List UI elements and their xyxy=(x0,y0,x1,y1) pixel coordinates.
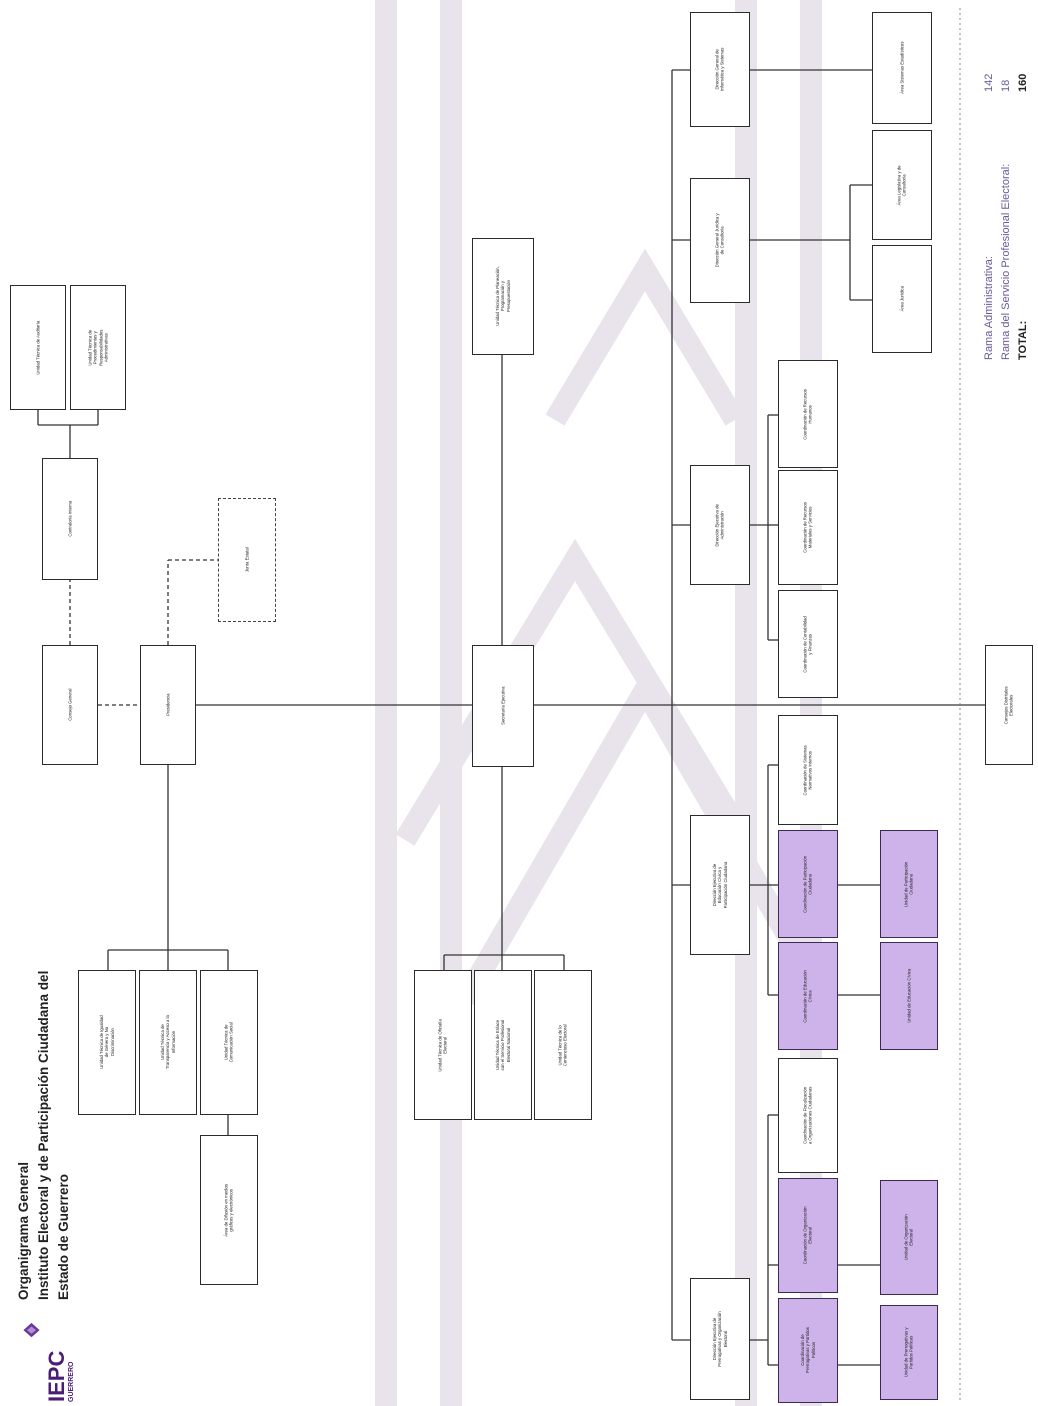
presidencia-box: Presidencia xyxy=(140,645,196,765)
u-participacion-box: Unidad de Participación Ciudadana xyxy=(880,830,938,938)
contraloria-box: Contraloría Interna xyxy=(42,458,98,580)
c-contabilidad-label: Coordinación de Contabilidad y Finanzas xyxy=(802,615,813,673)
c-prerrogativas-label: Coordinación de Prerrogativas y Partidos… xyxy=(799,1327,816,1374)
c-humanos-box: Coordinación de Recursos Humanos xyxy=(778,360,838,468)
c-organizacion-box: Coordinación de Organización Electoral xyxy=(778,1178,838,1293)
ut-auditoria-box: Unidad Técnica de Auditoría xyxy=(10,285,66,410)
u-prerrogativas-box: Unidad de Prerrogativas y Partidos Polít… xyxy=(880,1305,938,1400)
c-fiscalizacion-label: Coordinación de Fiscalización a Organiza… xyxy=(802,1086,813,1145)
rama-administrativa-value: 142 xyxy=(983,73,995,92)
c-sistemas-label: Coordinación de Sistemas Normativos Inte… xyxy=(802,744,813,796)
chart-title-line-2: Instituto Electoral y de Participación C… xyxy=(36,970,51,1300)
junta-estatal-box: Junta Estatal xyxy=(218,498,276,622)
ut-transparencia-box: Unidad Técnica de Transparencia y Acceso… xyxy=(139,970,197,1115)
u-educacion-label: Unidad de Educación Cívica xyxy=(906,969,912,1023)
de-administracion-label: Dirección Ejecutiva de Administración xyxy=(714,503,725,547)
total-value: 160 xyxy=(1017,73,1029,92)
u-participacion-label: Unidad de Participación Ciudadana xyxy=(903,861,914,907)
secretaria-ejecutiva-label: Secretaría Ejecutiva xyxy=(500,686,506,726)
area-difusion-label: Área de Difusión en medios gráficos y el… xyxy=(223,1183,234,1237)
area-juridica-label: Área Jurídica xyxy=(899,286,905,312)
area-legislativa-box: Área Legislativa y de Consultoría xyxy=(872,130,932,240)
ut-oficialia-box: Unidad Técnica de Oficialía Electoral xyxy=(414,970,472,1120)
c-fiscalizacion-box: Coordinación de Fiscalización a Organiza… xyxy=(778,1058,838,1173)
logo-region: GUERRERO xyxy=(68,1361,75,1402)
c-participacion-label: Coordinación de Participación Ciudadana xyxy=(802,855,813,913)
ut-planeacion-box: Unidad Técnica de Planeación, Programaci… xyxy=(472,238,534,355)
de-educacion-label: Dirección Ejecutiva de Educación Cívica … xyxy=(711,861,728,909)
c-participacion-box: Coordinación de Participación Ciudadana xyxy=(778,830,838,938)
ut-genero-box: Unidad Técnica de Igualdad de Género y N… xyxy=(78,970,136,1115)
consejo-general-box: Consejo General xyxy=(42,645,98,765)
secretaria-ejecutiva-box: Secretaría Ejecutiva xyxy=(472,645,534,767)
contraloria-label: Contraloría Interna xyxy=(67,501,73,537)
de-administracion-box: Dirección Ejecutiva de Administración xyxy=(690,465,750,585)
area-juridica-box: Área Jurídica xyxy=(872,245,932,353)
de-educacion-box: Dirección Ejecutiva de Educación Cívica … xyxy=(690,815,750,955)
u-organizacion-label: Unidad de Organización Electoral xyxy=(903,1214,914,1261)
ut-comunicacion-box: Unidad Técnica de Comunicación Social xyxy=(200,970,258,1115)
dg-juridica-box: Dirección General Jurídica y de Consulto… xyxy=(690,178,750,303)
presidencia-label: Presidencia xyxy=(165,693,171,717)
chart-title-line-1: Organigrama General xyxy=(16,1161,31,1300)
ut-genero-label: Unidad Técnica de Igualdad de Género y N… xyxy=(98,1015,115,1070)
dg-juridica-label: Dirección General Jurídica y de Consulto… xyxy=(714,213,725,268)
c-educacion-label: Coordinación de Educación Cívica xyxy=(802,969,813,1023)
iepc-logo-mark xyxy=(23,1322,40,1338)
ut-spen-box: Unidad Técnica de Enlace con el Servicio… xyxy=(474,970,532,1120)
c-sistemas-box: Coordinación de Sistemas Normativos Inte… xyxy=(778,715,838,825)
dg-informatica-box: Dirección General de Informática y Siste… xyxy=(690,12,750,127)
consejo-general-label: Consejo General xyxy=(67,688,73,722)
ut-contencioso-box: Unidad Técnica de lo Contencioso Elector… xyxy=(534,970,592,1120)
area-legislativa-label: Área Legislativa y de Consultoría xyxy=(896,165,907,205)
rama-spe-value: 18 xyxy=(1000,79,1012,92)
u-organizacion-box: Unidad de Organización Electoral xyxy=(880,1180,938,1295)
ut-transparencia-label: Unidad Técnica de Transparencia y Acceso… xyxy=(159,1015,176,1070)
c-materiales-box: Coordinación de Recursos Materiales y Se… xyxy=(778,470,838,585)
ut-procedimientos-label: Unidad Técnica de Procedimientos y Respo… xyxy=(87,329,109,366)
c-prerrogativas-box: Coordinación de Prerrogativas y Partidos… xyxy=(778,1298,838,1403)
area-sistemas-box: Área Sistemas Estadísticos xyxy=(872,12,932,124)
chart-title-line-3: Estado de Guerrero xyxy=(56,1173,71,1300)
ut-spen-label: Unidad Técnica de Enlace con el Servicio… xyxy=(494,1019,511,1071)
c-humanos-label: Coordinación de Recursos Humanos xyxy=(802,388,813,440)
ut-procedimientos-box: Unidad Técnica de Procedimientos y Respo… xyxy=(70,285,126,410)
c-materiales-label: Coordinación de Recursos Materiales y Se… xyxy=(802,502,813,553)
ut-auditoria-label: Unidad Técnica de Auditoría xyxy=(35,320,41,375)
c-contabilidad-box: Coordinación de Contabilidad y Finanzas xyxy=(778,590,838,698)
rama-administrativa-label: Rama Administrativa: xyxy=(983,256,995,360)
total-label: TOTAL: xyxy=(1017,320,1029,360)
ut-oficialia-label: Unidad Técnica de Oficialía Electoral xyxy=(437,1018,448,1072)
ut-contencioso-label: Unidad Técnica de lo Contencioso Elector… xyxy=(557,1024,568,1066)
ut-planeacion-label: Unidad Técnica de Planeación, Programaci… xyxy=(494,266,511,327)
consejos-distritales-box: Consejos Distritales Electorales xyxy=(985,645,1033,765)
u-prerrogativas-label: Unidad de Prerrogativas y Partidos Polít… xyxy=(903,1327,914,1378)
de-prerrogativas-box: Dirección Ejecutiva de Prerrogativas y O… xyxy=(690,1278,750,1400)
u-educacion-box: Unidad de Educación Cívica xyxy=(880,942,938,1050)
area-difusion-box: Área de Difusión en medios gráficos y el… xyxy=(200,1135,258,1285)
c-organizacion-label: Coordinación de Organización Electoral xyxy=(802,1206,813,1265)
c-educacion-box: Coordinación de Educación Cívica xyxy=(778,942,838,1050)
ut-comunicacion-label: Unidad Técnica de Comunicación Social xyxy=(223,1022,234,1063)
rama-spe-label: Rama del Servicio Profesional Electoral: xyxy=(1000,163,1012,360)
dg-informatica-label: Dirección General de Informática y Siste… xyxy=(714,47,725,92)
logo-name: IEPC xyxy=(44,1350,69,1402)
consejos-distritales-label: Consejos Distritales Electorales xyxy=(1003,686,1014,724)
de-prerrogativas-label: Dirección Ejecutiva de Prerrogativas y O… xyxy=(711,1311,728,1367)
junta-estatal-label: Junta Estatal xyxy=(244,547,250,573)
area-sistemas-label: Área Sistemas Estadísticos xyxy=(899,41,905,95)
